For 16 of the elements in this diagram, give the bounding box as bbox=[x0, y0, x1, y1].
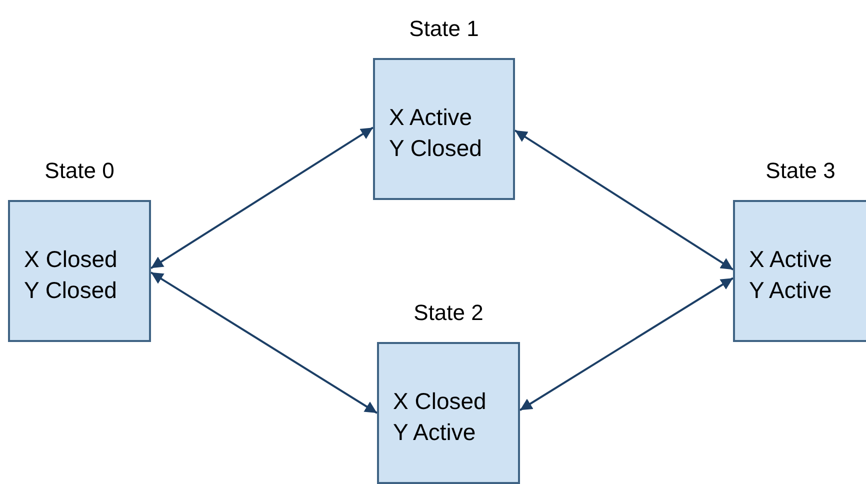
state-heading: State 2 bbox=[412, 300, 484, 326]
state-text: Y Active bbox=[749, 276, 832, 305]
state-text: X Active bbox=[749, 245, 832, 274]
double-arrow bbox=[519, 277, 734, 411]
state-text: X Active bbox=[389, 103, 474, 132]
double-arrow bbox=[514, 130, 734, 270]
state-heading: State 1 bbox=[408, 16, 480, 42]
state-text: Y Closed bbox=[389, 134, 482, 163]
state-text: Y Closed bbox=[24, 276, 118, 305]
double-arrow bbox=[150, 126, 374, 269]
state-text: Y Active bbox=[393, 418, 477, 447]
state-text: X Closed bbox=[393, 387, 486, 416]
double-arrow bbox=[150, 272, 378, 414]
state-heading: State 0 bbox=[44, 158, 116, 184]
state-heading: State 3 bbox=[764, 158, 836, 184]
state-text: X Closed bbox=[24, 245, 118, 274]
